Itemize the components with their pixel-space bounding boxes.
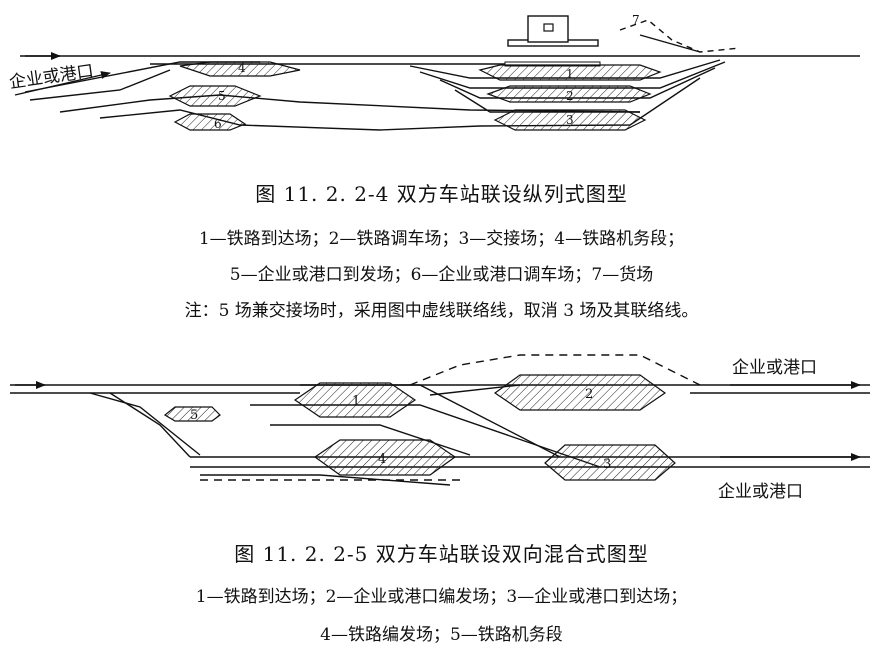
yard-1-label: 1: [566, 67, 574, 81]
port-label-bottom: 企业或港口: [718, 482, 803, 502]
yard-4-label: 4: [378, 452, 386, 467]
yard-4: [179, 61, 301, 77]
yard-1: [293, 382, 417, 418]
figure-2-diagram: 1 2 3 4 5 企业或港口 企业或港口: [0, 345, 883, 535]
yard-5: [168, 85, 262, 107]
yard-7-label: 7: [632, 13, 640, 27]
yard-3: [493, 109, 647, 131]
figure-2-legend-line-1: 1—铁路到达场；2—企业或港口编发场；3—企业或港口到达场；: [195, 587, 688, 607]
yard-4-label: 4: [238, 61, 246, 75]
yard-5-label: 5: [218, 89, 226, 103]
yard-6-label: 6: [214, 117, 222, 131]
port-direction-label: 企业或港口: [8, 61, 95, 93]
figure-1-legend-line-1: 1—铁路到达场；2—铁路调车场；3—交接场；4—铁路机务段；: [198, 229, 685, 249]
figure-2-track-layout: 1 2 3 4 5 企业或港口 企业或港口: [10, 354, 870, 502]
yard-2-label: 2: [566, 89, 574, 103]
yard-1-label: 1: [352, 394, 360, 409]
station-building-icon: [507, 15, 599, 47]
yard-3: [544, 444, 676, 481]
yard-3-label: 3: [566, 113, 574, 127]
figure-1-note: 注：5 场兼交接场时，采用图中虚线联络线，取消 3 场及其联络线。: [184, 301, 699, 321]
figure-1-diagram: 1 2 3 4 5 6 7 企业或港口: [0, 0, 883, 170]
figure-1-track-layout: 1 2 3 4 5 6 7 企业或港口: [8, 13, 860, 131]
yard-2-label: 2: [585, 387, 593, 402]
figure-1-legend-line-2: 5—企业或港口到发场；6—企业或港口调车场；7—货场: [229, 265, 654, 285]
port-label-top: 企业或港口: [732, 358, 817, 378]
figure-2-legend-line-2: 4—铁路编发场；5—铁路机务段: [320, 625, 563, 645]
yard-5: [163, 406, 221, 422]
yard-4: [313, 439, 457, 476]
yard-3-label: 3: [603, 457, 611, 472]
yard-2: [486, 85, 652, 103]
yard-5-label: 5: [190, 408, 198, 423]
yard-6: [173, 113, 247, 131]
figure-1-title: 图 11. 2. 2-4 双方车站联设纵列式图型: [255, 182, 628, 206]
yard-1: [478, 64, 662, 81]
figure-2-title: 图 11. 2. 2-5 双方车站联设双向混合式图型: [234, 542, 649, 566]
yard-2: [493, 374, 667, 411]
